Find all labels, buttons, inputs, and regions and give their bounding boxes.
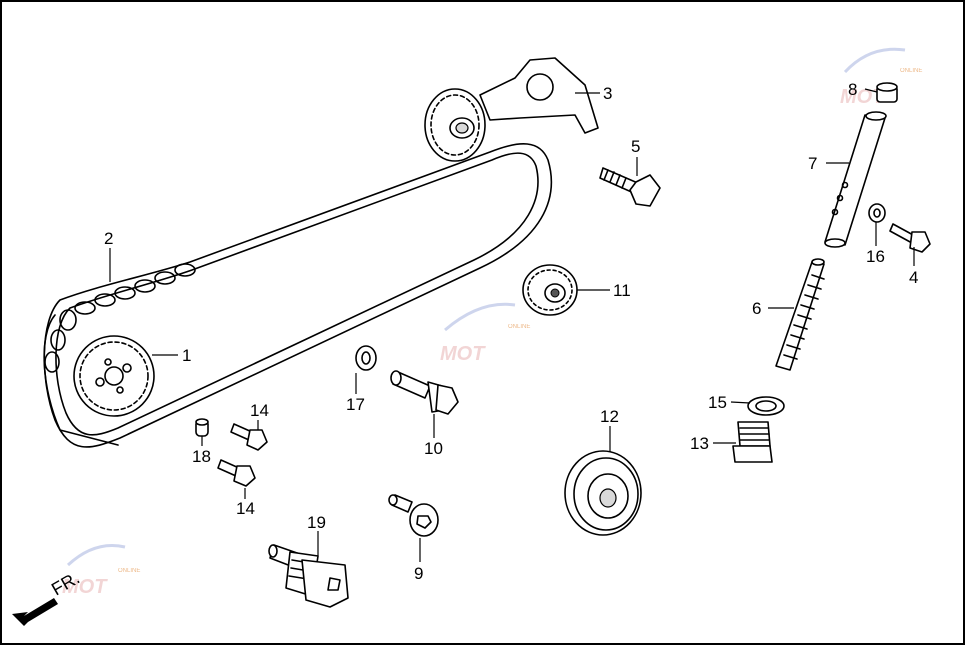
- tensioner-rod: [824, 111, 887, 248]
- leader-lines: [109, 88, 915, 562]
- guide-roller-12: [564, 450, 642, 536]
- bolt-14-upper: [230, 423, 268, 451]
- callout-8: 8: [848, 80, 857, 99]
- callout-2: 2: [104, 229, 113, 248]
- svg-text:ONLINE: ONLINE: [508, 324, 530, 330]
- callout-11: 11: [613, 281, 631, 300]
- front-arrow-icon: [12, 598, 58, 626]
- callout-19: 19: [307, 513, 326, 532]
- callout-12: 12: [600, 407, 619, 426]
- svg-text:MOT: MOT: [62, 576, 108, 598]
- svg-text:MOT: MOT: [440, 343, 486, 365]
- drive-sprocket: [73, 335, 155, 417]
- callout-10: 10: [424, 439, 443, 458]
- moto-watermark-logo: MOT ONLINE: [62, 543, 140, 598]
- callout-4: 4: [909, 268, 918, 287]
- tensioner-lifter-19: [268, 544, 349, 608]
- pivot-bolt-10: [390, 370, 459, 415]
- sealing-washer-15: [747, 396, 785, 416]
- guide-roller-11: [522, 264, 578, 316]
- callout-5: 5: [631, 137, 640, 156]
- callout-1: 1: [182, 346, 191, 365]
- chain-links: [44, 263, 196, 373]
- tensioner-spring: [775, 258, 825, 371]
- washer-16: [868, 203, 886, 223]
- callout-9: 9: [414, 564, 423, 583]
- callout-18: 18: [192, 447, 211, 466]
- plug-bolt-13: [732, 421, 773, 463]
- callout-3: 3: [603, 84, 612, 103]
- washer-17: [355, 345, 377, 371]
- bolt-5: [599, 167, 661, 207]
- moto-watermark-logo: MOT ONLINE: [440, 302, 530, 365]
- rod-cap: [876, 82, 898, 103]
- callout-15: 15: [708, 393, 727, 412]
- bolt-4: [889, 223, 931, 253]
- callout-14-upper: 14: [250, 401, 269, 420]
- svg-text:ONLINE: ONLINE: [900, 68, 922, 74]
- pin-bolt-9: [388, 494, 439, 537]
- svg-text:ONLINE: ONLINE: [118, 568, 140, 574]
- cam-chain: [43, 143, 553, 448]
- callout-14-lower: 14: [236, 499, 255, 518]
- callout-13: 13: [690, 434, 709, 453]
- callout-17: 17: [346, 395, 365, 414]
- callout-labels: 1 2 3 5 8 7 16 4 6 11 17 10 12 15 13 14 …: [104, 80, 918, 583]
- callout-16: 16: [866, 247, 885, 266]
- callout-6: 6: [752, 299, 761, 318]
- cam-sprocket-arm: [424, 57, 599, 162]
- bolt-14-lower: [217, 459, 256, 487]
- dowel-pin-18: [195, 418, 209, 437]
- callout-7: 7: [808, 154, 817, 173]
